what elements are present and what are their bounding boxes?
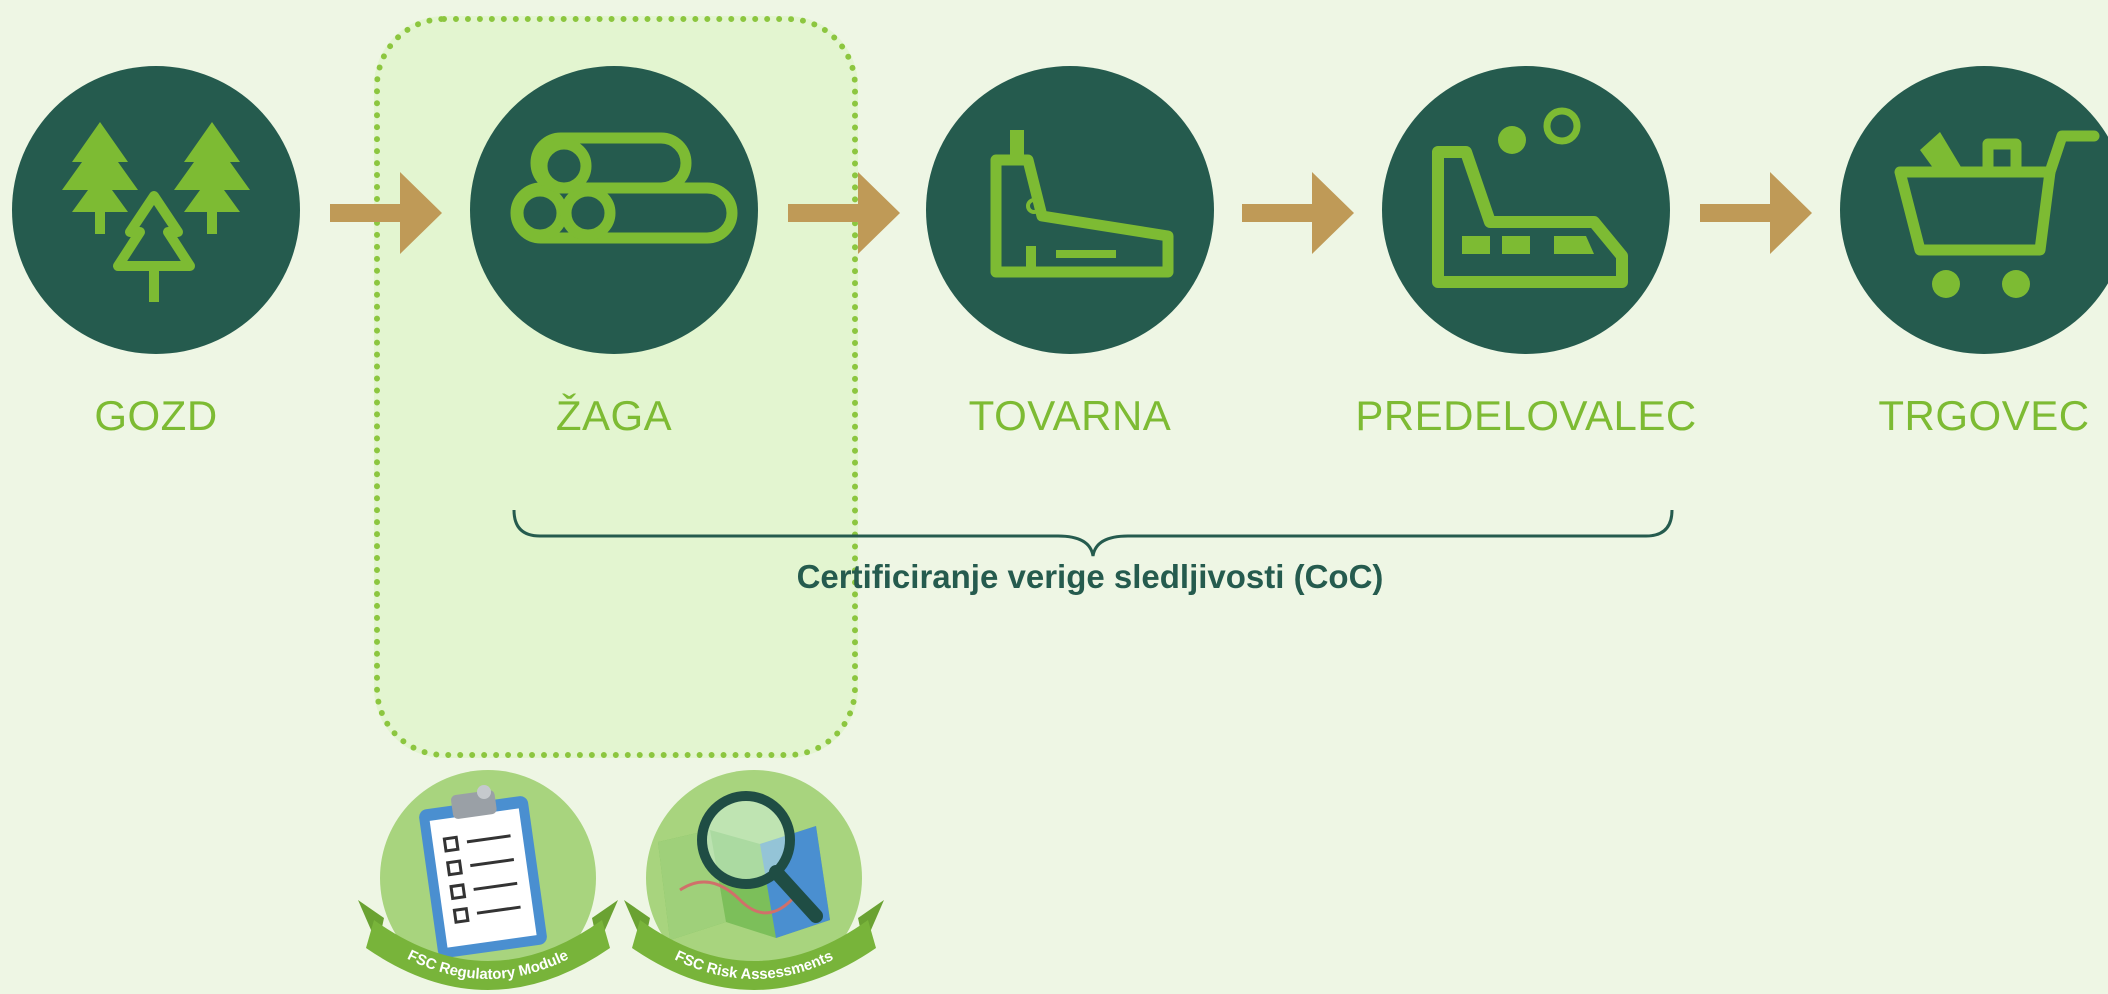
arrow-icon bbox=[1242, 172, 1354, 254]
coc-label: Certificiranje verige sledljivosti (CoC) bbox=[796, 558, 1384, 595]
fsc-regulatory-module-badge: FSC Regulatory Module bbox=[358, 770, 618, 990]
factory-icon bbox=[990, 130, 1174, 278]
stage-circle-retailer bbox=[1840, 66, 2108, 354]
trees-icon bbox=[62, 122, 250, 302]
processing-plant-icon bbox=[1432, 107, 1628, 288]
magnifier-map-icon bbox=[658, 791, 830, 940]
stage-label-processor: PREDELOVALEC bbox=[1355, 392, 1697, 439]
arrow-icon bbox=[1700, 172, 1812, 254]
arrow-icon bbox=[788, 172, 900, 254]
logs-icon bbox=[510, 132, 738, 244]
stage-label-factory: TOVARNA bbox=[968, 392, 1172, 439]
stage-label-forest: GOZD bbox=[94, 392, 218, 439]
stage-label-retailer: TRGOVEC bbox=[1878, 392, 2090, 439]
stage-circle-forest bbox=[12, 66, 300, 354]
fsc-risk-assessments-badge: FSC Risk Assessments bbox=[624, 770, 884, 990]
stage-circle-processor bbox=[1382, 66, 1670, 354]
coc-brace bbox=[512, 509, 1674, 557]
clipboard-checklist-icon bbox=[419, 785, 547, 958]
shopping-cart-icon bbox=[1894, 130, 2100, 298]
arrow-icon bbox=[330, 172, 442, 254]
stage-circle-factory bbox=[926, 66, 1214, 354]
stage-circle-sawmill bbox=[470, 66, 758, 354]
stage-label-sawmill: ŽAGA bbox=[555, 392, 673, 439]
